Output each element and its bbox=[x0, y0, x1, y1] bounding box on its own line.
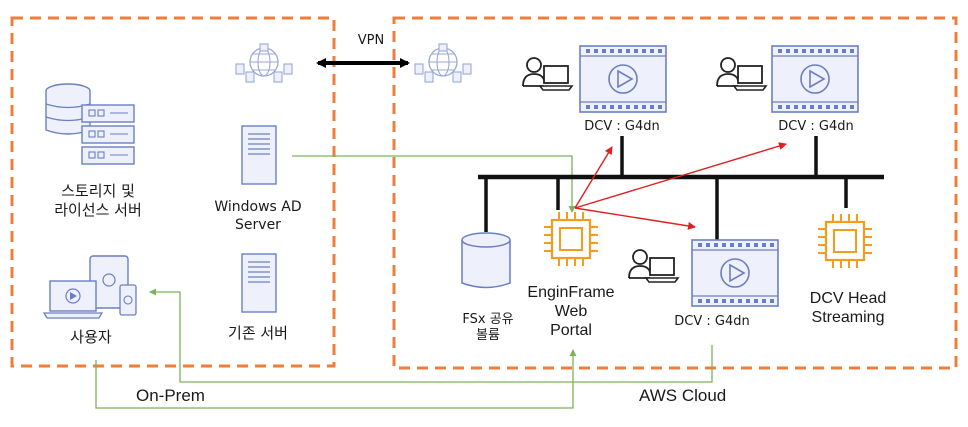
enginframe-chip-icon bbox=[542, 210, 600, 268]
onprem-region-border bbox=[10, 16, 336, 368]
fsx-volume-label: FSx 공유 볼륨 bbox=[462, 312, 514, 344]
user-laptop-icon-left bbox=[522, 57, 573, 91]
users-label: 사용자 bbox=[70, 328, 112, 346]
enginframe-portal-label: EnginFrame Web Portal bbox=[527, 284, 615, 340]
dcv-instance-icon-bottom bbox=[691, 239, 779, 307]
user-to-portal-line bbox=[95, 349, 577, 409]
dcv-right-label: DCV : G4dn bbox=[778, 119, 854, 134]
user-devices-icon bbox=[42, 255, 137, 319]
dcv-instance-icon-left bbox=[579, 45, 667, 113]
aws-region-border bbox=[392, 16, 958, 370]
onprem-region-label: On-Prem bbox=[136, 386, 205, 405]
user-laptop-icon-right bbox=[716, 57, 767, 91]
windows-ad-server-icon bbox=[241, 125, 277, 185]
user-laptop-icon-bottom bbox=[628, 249, 679, 283]
dcv-to-user-line bbox=[149, 288, 713, 383]
existing-server-icon bbox=[241, 253, 277, 313]
storage-license-label: 스토리지 및 라이선스 서버 bbox=[54, 182, 142, 219]
dcv-bottom-label: DCV : G4dn bbox=[674, 314, 750, 329]
fsx-volume-icon bbox=[461, 232, 511, 289]
portal-arrows bbox=[574, 142, 787, 230]
storage-server-icon bbox=[45, 83, 135, 165]
existing-server-label: 기존 서버 bbox=[228, 324, 288, 342]
dcv-left-label: DCV : G4dn bbox=[584, 119, 660, 134]
bus-drops bbox=[484, 136, 848, 242]
ad-to-portal-line bbox=[292, 155, 576, 213]
dcv-head-chip-icon bbox=[816, 212, 874, 270]
network-icon-onprem bbox=[235, 43, 293, 83]
aws-region-label: AWS Cloud bbox=[639, 386, 727, 405]
windows-ad-label: Windows AD Server bbox=[214, 199, 302, 233]
dcv-head-label: DCV Head Streaming bbox=[809, 290, 887, 327]
network-icon-aws bbox=[414, 43, 472, 83]
vpn-label: VPN bbox=[357, 33, 385, 48]
dcv-instance-icon-right bbox=[771, 45, 859, 113]
